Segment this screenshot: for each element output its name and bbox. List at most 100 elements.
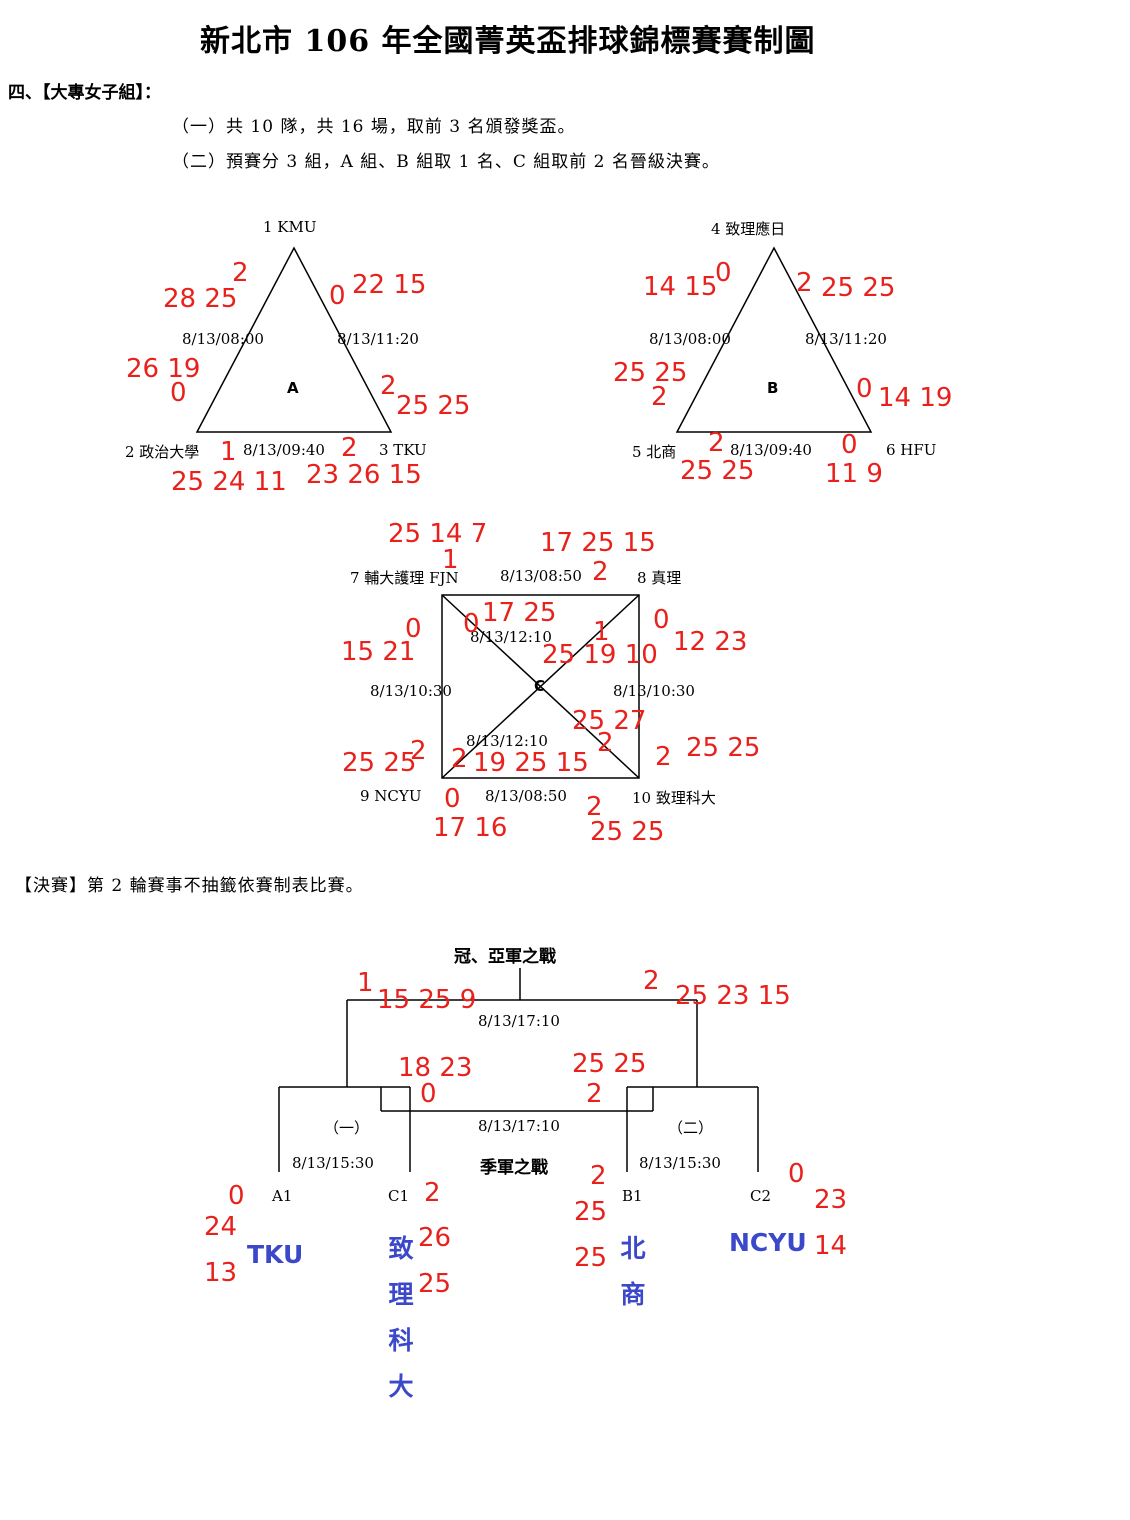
group-c-label: C: [534, 677, 546, 695]
finals-heading: 【決賽】第 2 輪賽事不抽籤依賽制表比賽。: [15, 876, 364, 896]
score-b1-final-s1: 25: [574, 1197, 608, 1227]
group-a-team-1: 1 KMU: [263, 218, 317, 236]
group-a-time-right: 8/13/11:20: [337, 330, 419, 348]
score-c-d9-sets: 19 25 15: [473, 748, 589, 778]
score-a1-final-s2: 13: [204, 1258, 238, 1288]
score-c2-final-s1: 23: [814, 1185, 848, 1215]
group-b-time-right: 8/13/11:20: [805, 330, 887, 348]
score-c-d8-wins: 2: [597, 728, 614, 758]
score-c-d7-wins: 0: [463, 609, 480, 639]
score-f1-wins: 1: [357, 968, 374, 998]
seed-c2: C2: [750, 1187, 772, 1205]
seed-a1: A1: [272, 1187, 293, 1205]
group-c-time-right: 8/13/10:30: [613, 682, 695, 700]
score-a6-sets: 23 26 15: [306, 460, 422, 490]
score-a3-wins: 0: [329, 281, 346, 311]
score-c-d9-wins: 2: [451, 744, 468, 774]
group-c-time-diag-top: 8/13/12:10: [470, 628, 552, 646]
team-beishang: 北商: [620, 1234, 646, 1309]
group-a-time-left: 8/13/08:00: [182, 330, 264, 348]
score-c-t8-wins: 2: [592, 557, 609, 587]
score-a1-wins: 2: [232, 258, 249, 288]
score-c-b9-sets: 17 16: [433, 813, 508, 843]
group-c-team-10: 10 致理科大: [632, 789, 716, 807]
score-c-r10-wins: 2: [655, 742, 672, 772]
score-a4-sets: 25 25: [396, 391, 471, 421]
score-c1-final-wins: 2: [424, 1178, 441, 1208]
score-c-t7-wins: 1: [442, 545, 459, 575]
score-b5-wins: 2: [708, 428, 725, 458]
group-b-team-5: 5 北商: [632, 443, 677, 461]
score-f2-sets: 25 23 15: [675, 981, 791, 1011]
score-b1-wins: 0: [715, 258, 732, 288]
score-c-r8-wins: 0: [653, 605, 670, 635]
score-c-t8-sets: 17 25 15: [540, 528, 656, 558]
group-b-team-4: 4 致理應日: [711, 220, 786, 238]
third-label: 季軍之戰: [480, 1158, 548, 1178]
score-q1-sets: 18 23: [398, 1053, 473, 1083]
score-a6-wins: 2: [341, 433, 358, 463]
semi1-time: 8/13/15:30: [292, 1154, 374, 1172]
score-b4-sets: 14 19: [878, 383, 953, 413]
score-a1-final-s1: 24: [204, 1212, 238, 1242]
score-c2-final-wins: 0: [788, 1159, 805, 1189]
score-a5-wins: 1: [220, 437, 237, 467]
score-c-d10-wins: 1: [593, 617, 610, 647]
score-f1-sets: 15 25 9: [377, 985, 477, 1015]
score-q2-wins: 2: [586, 1079, 603, 1109]
score-c2-final-s2: 14: [814, 1231, 848, 1261]
score-c-l7-wins: 0: [405, 614, 422, 644]
score-c-b10-wins: 2: [586, 792, 603, 822]
score-b2-wins: 2: [796, 268, 813, 298]
rule-1: （一）共 10 隊，共 16 場，取前 3 名頒發獎盃。: [172, 117, 576, 137]
group-a-team-2: 2 政治大學: [125, 443, 200, 461]
page-title: 新北市 106 年全國菁英盃排球錦標賽賽制圖: [200, 24, 816, 59]
score-c1-final-s2: 25: [418, 1269, 452, 1299]
score-c-l9-wins: 2: [410, 736, 427, 766]
score-f2-wins: 2: [643, 966, 660, 996]
score-c-b10-sets: 25 25: [590, 817, 665, 847]
seed-c1: C1: [388, 1187, 410, 1205]
group-b-label: B: [767, 379, 779, 397]
score-c-d10-sets: 25 19 10: [542, 640, 658, 670]
group-b-time-left: 8/13/08:00: [649, 330, 731, 348]
score-c1-final-s1: 26: [418, 1223, 452, 1253]
group-a-time-bottom: 8/13/09:40: [243, 441, 325, 459]
group-c-time-diag-bottom: 8/13/12:10: [466, 732, 548, 750]
score-a5-sets: 25 24 11: [171, 467, 287, 497]
score-b3-wins: 2: [651, 382, 668, 412]
group-b-time-bottom: 8/13/09:40: [730, 441, 812, 459]
group-a-triangle: [195, 246, 393, 433]
score-a4-wins: 2: [380, 371, 397, 401]
semi2-time: 8/13/15:30: [639, 1154, 721, 1172]
score-c-d7-sets: 17 25: [482, 598, 557, 628]
semi2-label: （二）: [668, 1119, 714, 1137]
champion-time: 8/13/17:10: [478, 1012, 560, 1030]
score-a1-sets: 28 25: [163, 284, 238, 314]
score-c-r10-sets: 25 25: [686, 733, 761, 763]
group-c-square: [441, 594, 640, 779]
score-q2-sets: 25 25: [572, 1049, 647, 1079]
group-c-diagonal-2: [441, 594, 640, 779]
score-c-r8-sets: 12 23: [673, 627, 748, 657]
group-b-team-6: 6 HFU: [886, 441, 937, 459]
score-c-l9-sets: 25 25: [342, 748, 417, 778]
score-a2-sets: 26 19: [126, 354, 201, 384]
group-b-triangle: [675, 246, 873, 433]
score-q1-wins: 0: [420, 1079, 437, 1109]
champion-label: 冠、亞軍之戰: [454, 947, 556, 967]
score-c-b9-wins: 0: [444, 784, 461, 814]
group-c-team-9: 9 NCYU: [360, 787, 422, 805]
semi1-label: （一）: [324, 1119, 370, 1137]
team-zhili-keda: 致理科大: [388, 1234, 414, 1401]
team-ncyu: NCYU: [729, 1228, 807, 1257]
group-c-time-top: 8/13/08:50: [500, 567, 582, 585]
score-a2-wins: 0: [170, 378, 187, 408]
seed-b1: B1: [622, 1187, 643, 1205]
group-a-team-3: 3 TKU: [379, 441, 427, 459]
group-c-time-left: 8/13/10:30: [370, 682, 452, 700]
score-c-l7-sets: 15 21: [341, 637, 416, 667]
score-b1-sets: 14 15: [643, 272, 718, 302]
score-b1-final-wins: 2: [590, 1161, 607, 1191]
